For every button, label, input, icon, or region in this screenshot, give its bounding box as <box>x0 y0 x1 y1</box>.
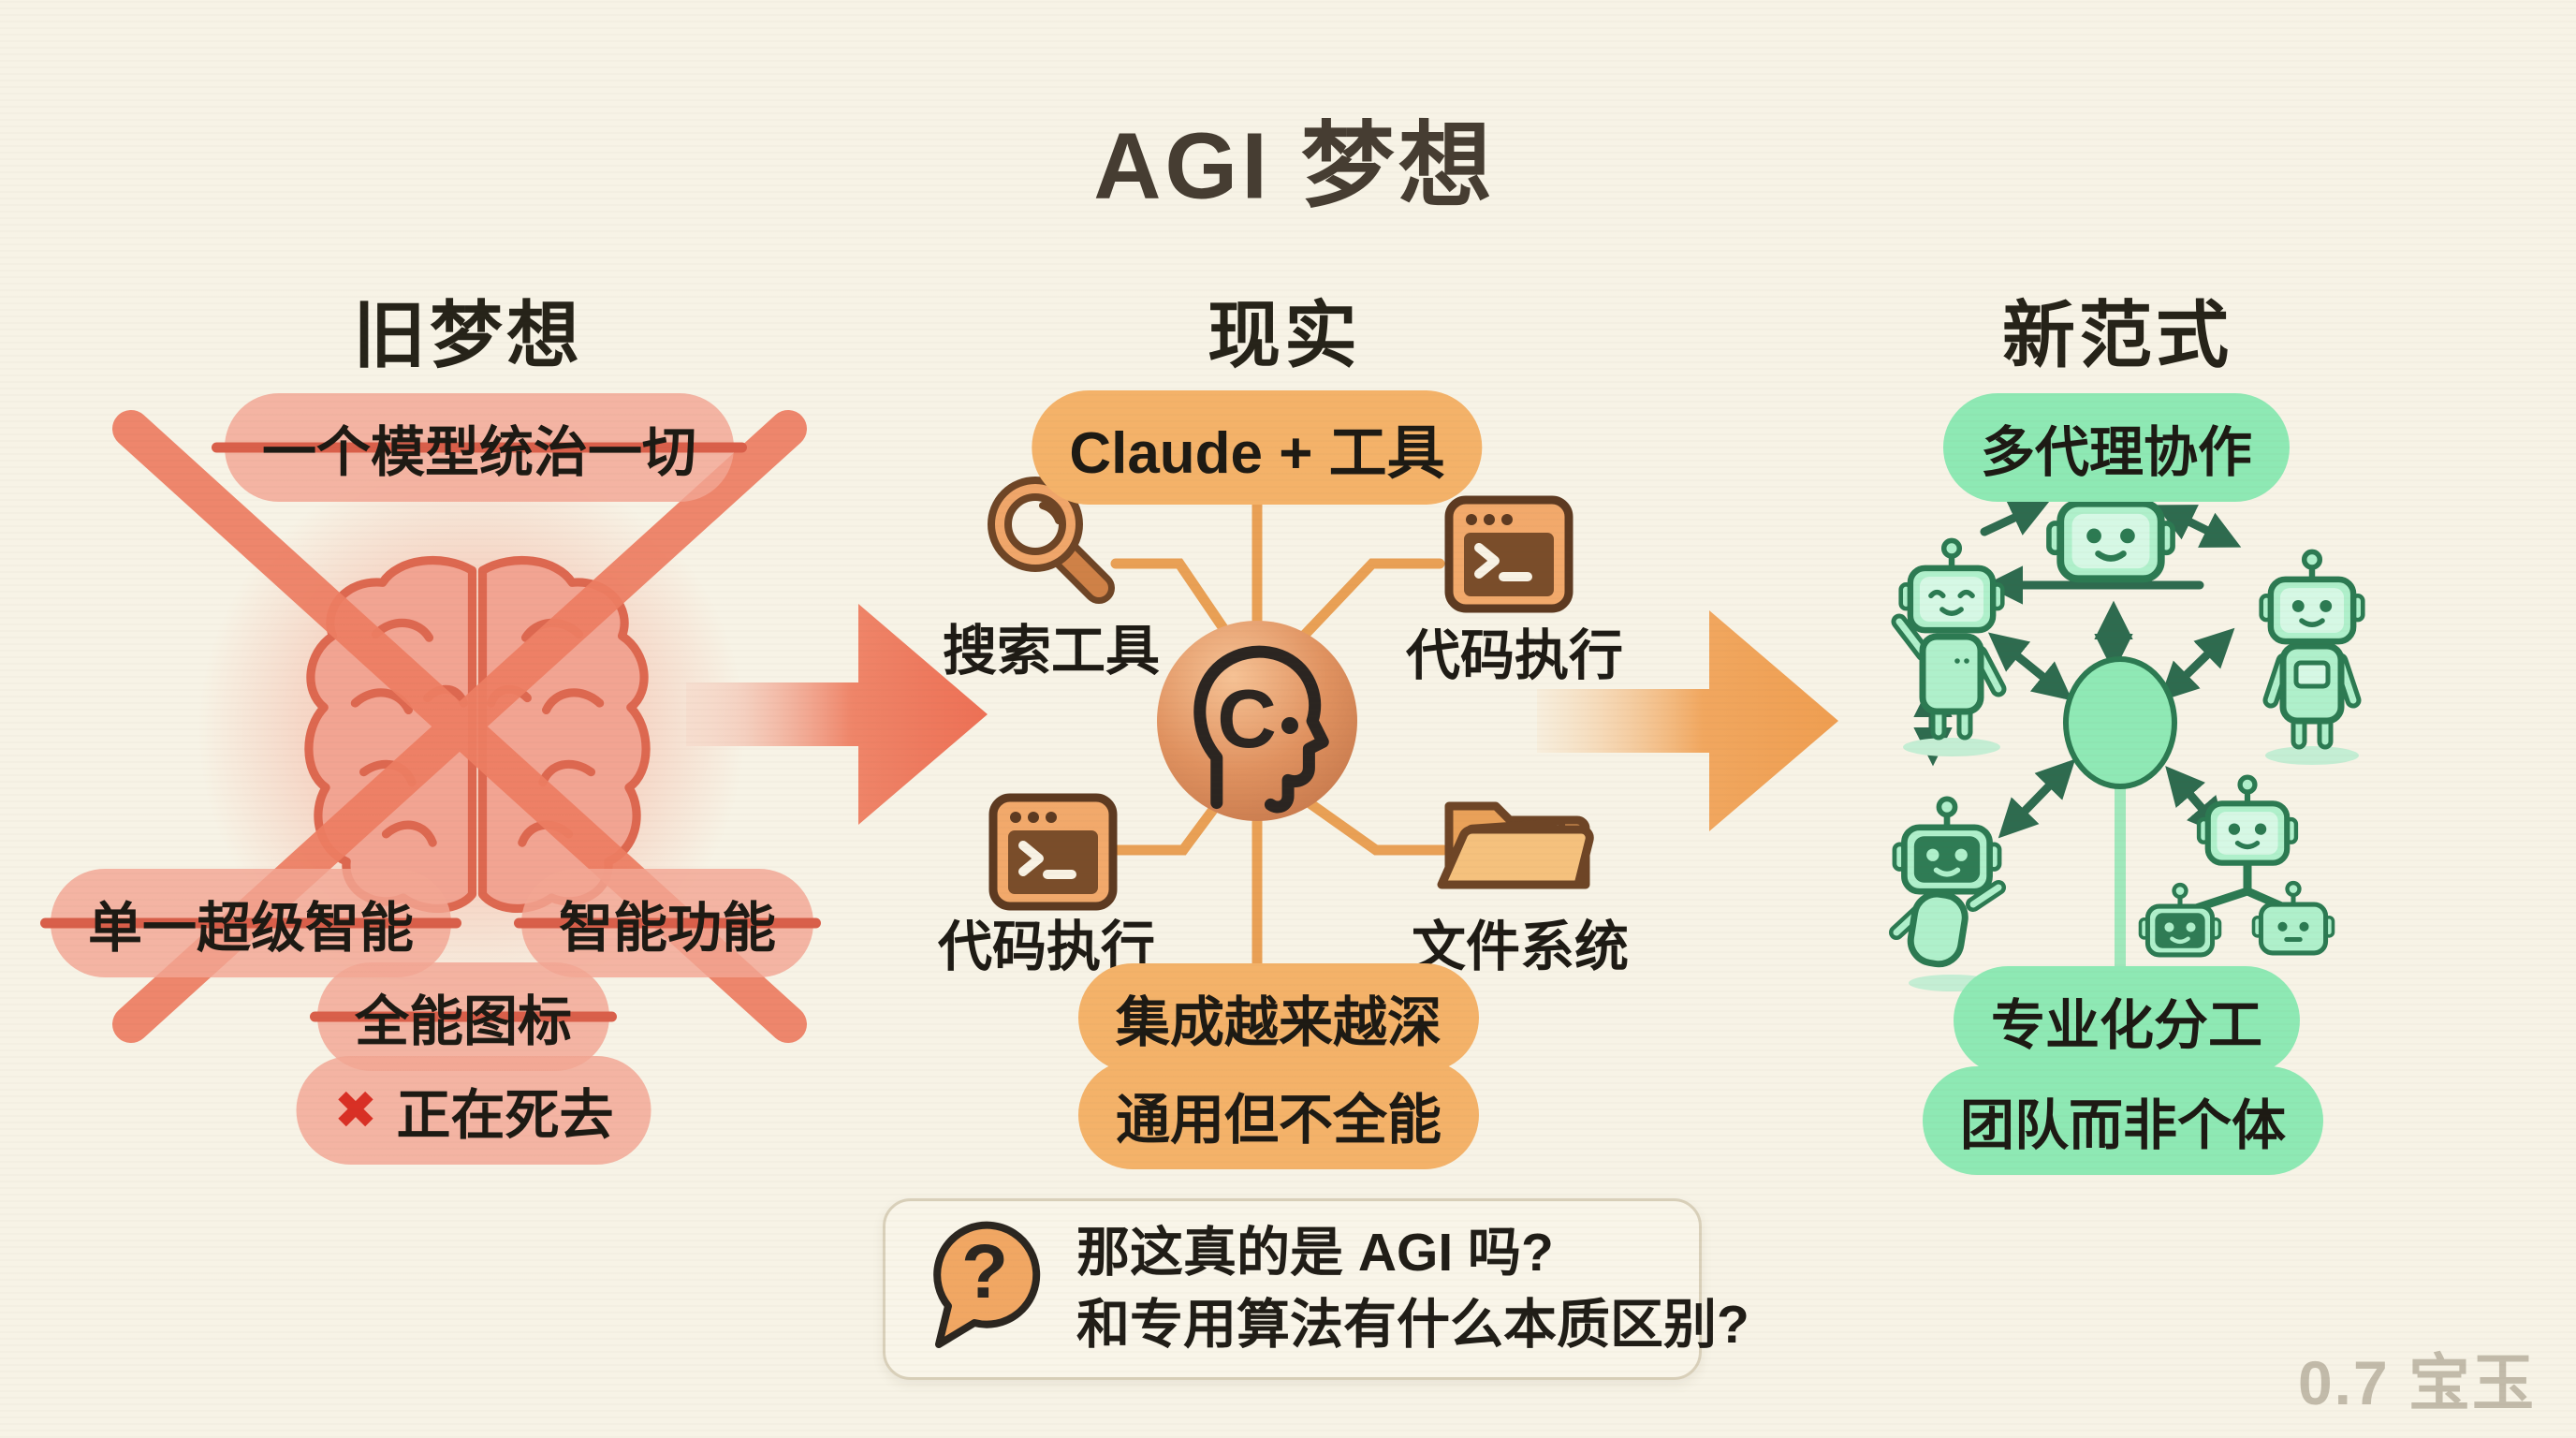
strikethrough-line <box>40 917 461 929</box>
multi-agent-network-graphic <box>1889 468 2396 991</box>
network-arrows <box>1913 500 2242 839</box>
svg-text:C: C <box>1217 672 1277 765</box>
question-line-1: 那这真的是 AGI 吗? <box>1076 1223 1554 1283</box>
column-header-new-paradigm: 新范式 <box>2001 294 2233 376</box>
tool-label-search: 搜索工具 <box>942 621 1161 682</box>
red-x-icon <box>334 1079 378 1141</box>
reality-pill-claude-tools: Claude + 工具 <box>1032 390 1483 505</box>
arrow-reality-to-new-icon <box>1537 610 1838 831</box>
strikethrough-line <box>212 442 747 453</box>
tool-connector-lines <box>1110 486 1449 974</box>
question-line-2: 和专用算法有什么本质区别? <box>1076 1295 1749 1355</box>
svg-text:?: ? <box>961 1229 1008 1314</box>
old-pill-smart-functions: 智能功能 <box>514 869 821 977</box>
magnifier-icon <box>988 477 1115 604</box>
terminal-icon <box>1449 500 1569 609</box>
page-title: AGI 梦想 <box>1093 113 1496 219</box>
reality-graphic: C <box>988 477 1594 974</box>
tool-label-code-exec-top: 代码执行 <box>1405 625 1624 686</box>
question-bubble-icon: ? <box>933 1221 1041 1348</box>
robot-bottom-left-icon <box>1889 799 2006 991</box>
reality-pill-deep-integration: 集成越来越深 <box>1077 963 1480 1072</box>
watermark: 0.7 宝玉 <box>2297 1348 2537 1417</box>
tool-label-file-system: 文件系统 <box>1411 917 1630 977</box>
reality-pill-general-not-omnipotent: 通用但不全能 <box>1077 1061 1480 1169</box>
robot-team-tree-icon <box>2141 777 2334 955</box>
question-text: 那这真的是 AGI 吗? 和专用算法有什么本质区别? <box>1076 1217 1749 1361</box>
new-pill-specialization: 专业化分工 <box>1953 966 2301 1075</box>
terminal-icon <box>993 798 1113 906</box>
column-header-old-dream: 旧梦想 <box>352 294 584 376</box>
old-pill-dying: 正在死去 <box>296 1056 651 1165</box>
old-pill-single-superintelligence: 单一超级智能 <box>40 869 461 977</box>
new-pill-team-not-individual: 团队而非个体 <box>1922 1066 2324 1175</box>
strikethrough-line <box>310 1011 617 1022</box>
robot-left-icon <box>1891 540 2007 756</box>
claude-head-icon: C <box>1157 621 1357 821</box>
column-header-reality: 现实 <box>1207 294 1362 376</box>
robot-right-icon <box>2261 551 2364 765</box>
new-pill-multi-agent-collab: 多代理协作 <box>1942 393 2291 502</box>
folder-icon <box>1437 801 1594 889</box>
old-pill-omnipotent-icon: 全能图标 <box>310 962 617 1071</box>
arrow-old-to-reality-icon <box>686 604 988 825</box>
old-pill-one-model: 一个模型统治一切 <box>212 393 747 502</box>
coordinator-hub-icon <box>2063 656 2177 789</box>
strikethrough-line <box>514 917 821 929</box>
